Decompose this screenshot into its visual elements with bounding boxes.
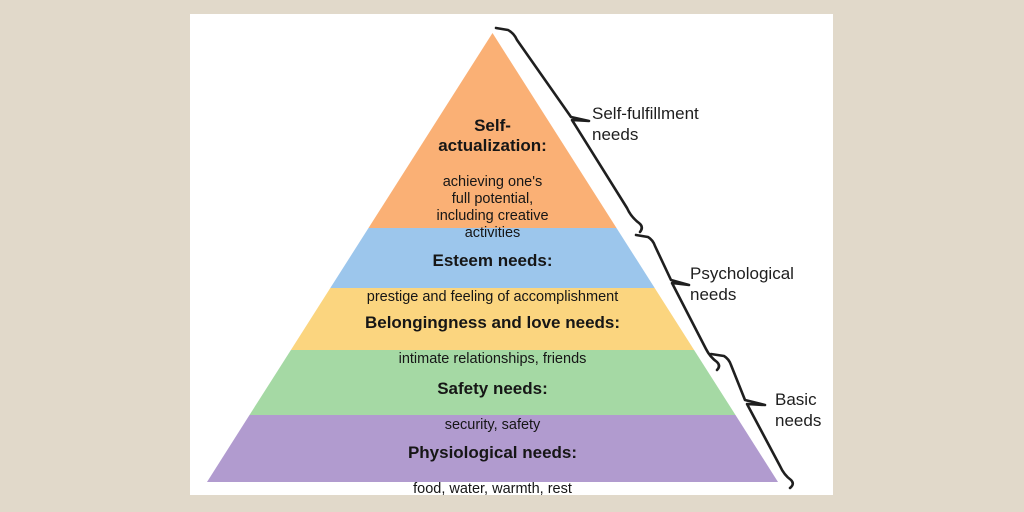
bracket-basic: [709, 352, 795, 490]
pyramid-level-self-actualization: [368, 33, 617, 228]
bracket-self-fulfillment: [494, 26, 644, 234]
pyramid-level-safety: [249, 350, 736, 415]
bracket-psychological: [634, 233, 721, 372]
diagram-card: Self- actualization: achieving one's ful…: [190, 14, 833, 497]
pyramid-level-physiological: [207, 415, 778, 482]
pyramid-level-esteem: [330, 228, 655, 288]
pyramid-graphic: [207, 26, 795, 490]
pyramid-level-belongingness: [290, 288, 695, 350]
